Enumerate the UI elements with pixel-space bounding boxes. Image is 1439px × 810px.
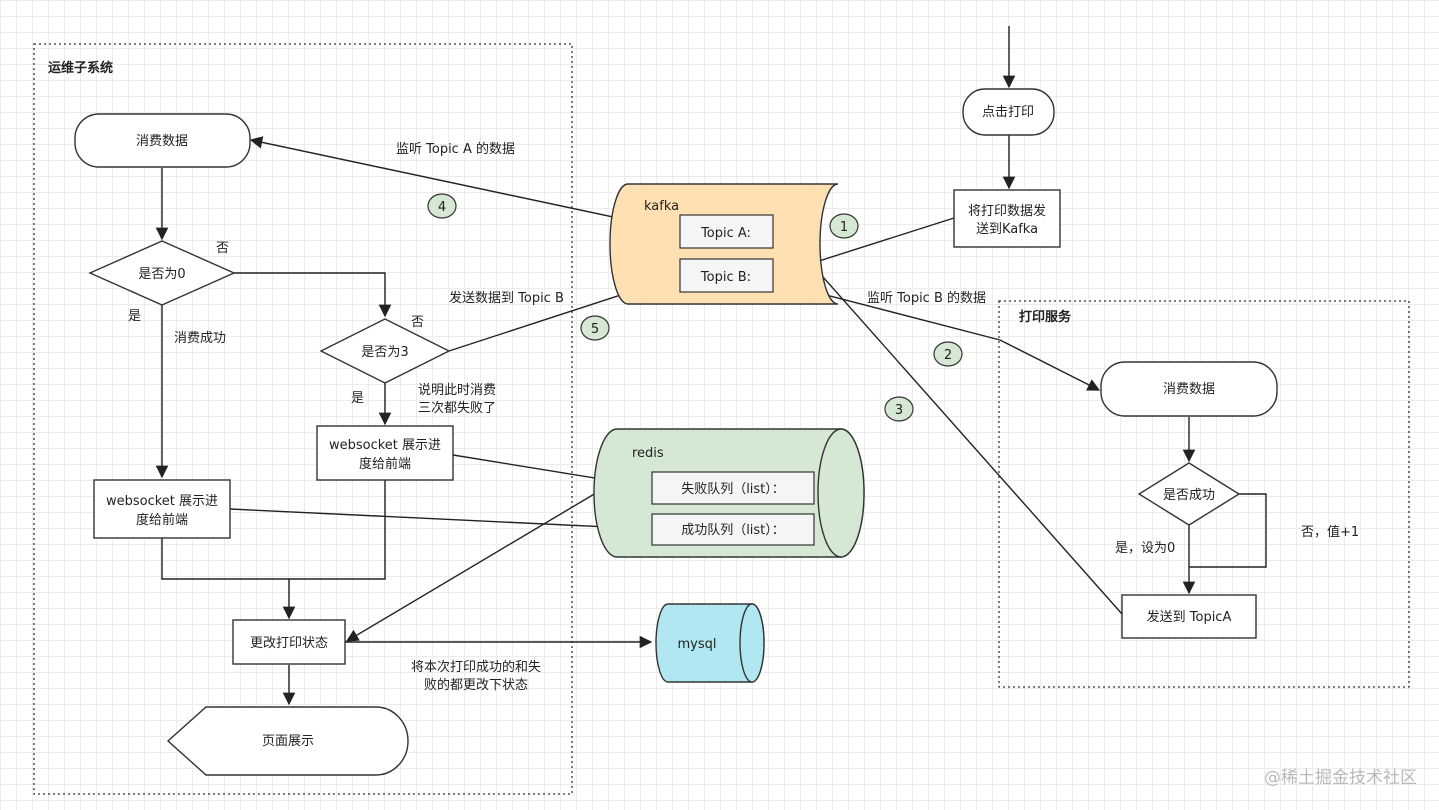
edge-send-topic-a-back bbox=[775, 223, 1123, 615]
send-kafka-line1: 将打印数据发 bbox=[968, 203, 1046, 219]
update-status-node: 更改打印状态 bbox=[232, 619, 346, 665]
edge-redis-to-update bbox=[345, 492, 597, 642]
page-display-node: 页面展示 bbox=[166, 706, 409, 776]
fail-list-box: 失败队列（list）： bbox=[651, 471, 815, 505]
step-badges: 1 2 3 4 5 bbox=[427, 193, 963, 422]
mysql-label: mysql bbox=[678, 637, 717, 652]
consume-node-ops: 消费数据 bbox=[74, 113, 251, 168]
consume-ops-label: 消费数据 bbox=[136, 134, 188, 149]
topic-b-label: Topic B: bbox=[700, 270, 751, 285]
edge-ws-right-merge bbox=[289, 480, 386, 580]
kafka-label: kafka bbox=[644, 199, 679, 214]
mysql-note-line2: 败的都更改下状态 bbox=[424, 677, 528, 693]
send-topic-a-label: 发送到 TopicA bbox=[1147, 609, 1232, 625]
mysql-note-line1: 将本次打印成功的和失 bbox=[411, 659, 541, 675]
send-kafka-node: 将打印数据发 送到Kafka bbox=[953, 189, 1061, 248]
edge-topic-b-to-consume-print bbox=[771, 280, 1101, 391]
mysql-store: mysql bbox=[655, 603, 765, 683]
fail-note-line1: 说明此时消费 bbox=[418, 383, 496, 398]
listen-topic-b-label: 监听 Topic B 的数据 bbox=[867, 290, 986, 306]
websocket-node-right: websocket 展示进 度给前端 bbox=[316, 425, 454, 481]
step-badge-2: 2 bbox=[933, 341, 963, 367]
send-topic-a-node: 发送到 TopicA bbox=[1121, 594, 1257, 639]
step-badge-1-number: 1 bbox=[840, 220, 848, 235]
page-display-label: 页面展示 bbox=[262, 734, 314, 749]
ops-subsystem-group: 运维子系统 bbox=[33, 43, 573, 795]
step-badge-1: 1 bbox=[829, 213, 859, 239]
step-badge-2-number: 2 bbox=[944, 348, 952, 363]
fail-list-label: 失败队列（list）： bbox=[681, 482, 785, 497]
consume-success-label: 消费成功 bbox=[174, 331, 226, 346]
three-no-label: 否 bbox=[411, 315, 424, 330]
success-list-label: 成功队列（list）： bbox=[681, 523, 785, 538]
topic-a-label: Topic A: bbox=[700, 226, 751, 241]
is-success-decision: 是否成功 bbox=[1137, 462, 1241, 526]
ws-left-line2: 度给前端 bbox=[136, 512, 188, 528]
consume-node-print: 消费数据 bbox=[1100, 361, 1278, 417]
edges bbox=[155, 26, 1267, 706]
edge-labels: 监听 Topic A 的数据 否 是 消费成功 否 是 说明此时消费 三次都失败… bbox=[128, 141, 1359, 693]
click-print-node: 点击打印 bbox=[962, 88, 1055, 136]
edge-topic-a-to-consume bbox=[249, 136, 680, 232]
redis-store: redis 失败队列（list）： 成功队列（list）： bbox=[593, 428, 865, 558]
ws-right-line2: 度给前端 bbox=[359, 456, 411, 472]
redis-label: redis bbox=[632, 446, 664, 461]
send-to-topic-b-label: 发送数据到 Topic B bbox=[449, 290, 564, 306]
edge-ws-left-merge bbox=[161, 538, 289, 580]
consume-print-label: 消费数据 bbox=[1163, 382, 1215, 397]
watermark: @稀土掘金技术社区 bbox=[1264, 768, 1417, 788]
topic-b-box: Topic B: bbox=[679, 258, 774, 293]
step-badge-5-number: 5 bbox=[591, 322, 599, 337]
websocket-node-left: websocket 展示进 度给前端 bbox=[93, 479, 231, 539]
edge-ws-left-to-success-list bbox=[229, 508, 652, 535]
is-zero-decision: 是否为0 bbox=[88, 240, 236, 306]
ws-left-line1: websocket 展示进 bbox=[106, 494, 218, 509]
edge-zero-no bbox=[234, 272, 392, 318]
is-three-decision: 是否为3 bbox=[319, 318, 451, 384]
update-status-label: 更改打印状态 bbox=[250, 636, 328, 651]
is-three-label: 是否为3 bbox=[361, 345, 408, 360]
success-list-box: 成功队列（list）： bbox=[651, 513, 815, 546]
topic-a-box: Topic A: bbox=[679, 214, 774, 249]
is-zero-label: 是否为0 bbox=[138, 267, 185, 282]
zero-no-label: 否 bbox=[216, 241, 229, 256]
step-badge-4-number: 4 bbox=[438, 200, 446, 215]
success-yes-label: 是，设为0 bbox=[1115, 541, 1175, 556]
send-kafka-line2: 送到Kafka bbox=[976, 222, 1038, 237]
kafka-store: kafka Topic A: Topic B: bbox=[609, 183, 839, 305]
ws-right-line1: websocket 展示进 bbox=[329, 438, 441, 453]
step-badge-5: 5 bbox=[580, 315, 610, 341]
zero-yes-label: 是 bbox=[128, 309, 141, 324]
step-badge-3-number: 3 bbox=[895, 403, 903, 418]
fail-note-line2: 三次都失败了 bbox=[418, 400, 496, 416]
step-badge-4: 4 bbox=[427, 193, 457, 219]
step-badge-3: 3 bbox=[884, 396, 914, 422]
listen-topic-a-label: 监听 Topic A 的数据 bbox=[396, 141, 515, 157]
ops-group-title: 运维子系统 bbox=[48, 60, 113, 76]
success-no-label: 否，值+1 bbox=[1301, 524, 1359, 540]
print-service-group: 打印服务 bbox=[998, 300, 1410, 688]
three-yes-label: 是 bbox=[351, 391, 364, 406]
print-service-group-title: 打印服务 bbox=[1019, 309, 1072, 325]
click-print-label: 点击打印 bbox=[982, 105, 1034, 120]
is-success-label: 是否成功 bbox=[1163, 488, 1215, 503]
edge-success-no-loop bbox=[1189, 493, 1267, 568]
